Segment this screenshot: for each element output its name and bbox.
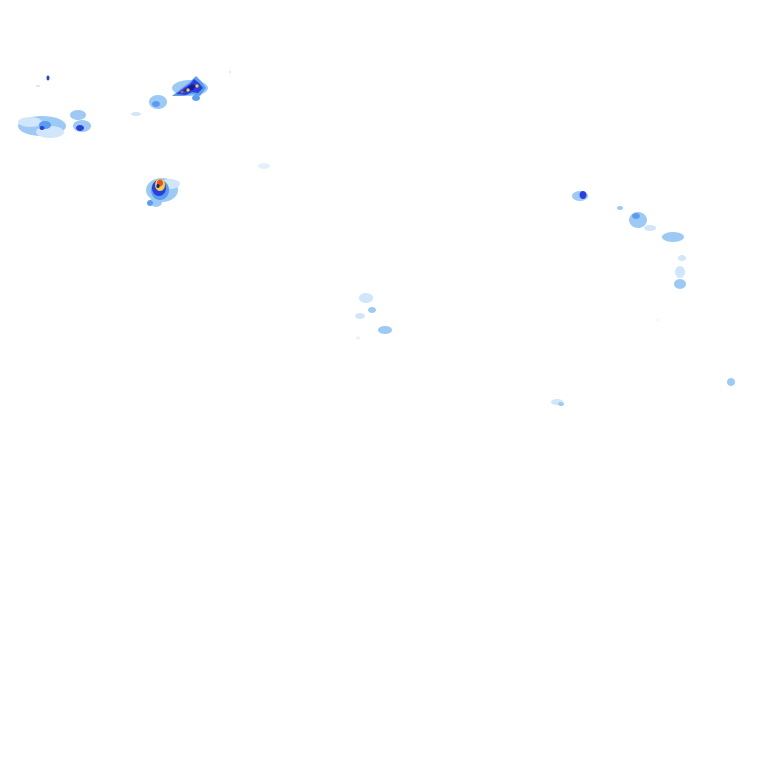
precip-cell-west-strong (146, 178, 180, 207)
intense-precip-area (195, 84, 199, 88)
light-precip-area (617, 206, 623, 210)
very-light-precip-area (359, 293, 373, 303)
light-precip-area (378, 326, 392, 334)
very-light-precip-area (131, 112, 141, 116)
very-light-precip-area (356, 336, 360, 340)
light-precip-area (368, 307, 376, 313)
very-heavy-precip-area (156, 184, 160, 188)
moderate-precip-area (152, 101, 160, 107)
very-light-precip-area (678, 255, 686, 261)
precip-echo-faint-centre (258, 163, 392, 340)
very-light-precip-area (355, 313, 365, 319)
light-precip-area (70, 110, 86, 120)
precip-echo-southeast (551, 378, 735, 406)
very-light-precip-area (657, 319, 659, 321)
light-precip-area (674, 279, 686, 289)
very-light-precip-area (675, 266, 685, 278)
precip-cell-northwest-band (18, 75, 91, 138)
extreme-precip-area (180, 90, 184, 94)
light-precip-area (727, 378, 735, 386)
precip-cell-east-band (572, 191, 686, 321)
very-heavy-precip-area (183, 84, 196, 91)
moderate-precip-area (632, 213, 640, 219)
light-precip-area (662, 232, 684, 242)
very-light-precip-area (18, 117, 42, 127)
precip-cell-north-storm-line (131, 71, 231, 116)
very-light-precip-area (644, 225, 656, 231)
heavy-precip-area (76, 125, 84, 131)
heavy-precip-area (39, 126, 45, 130)
heavy-precip-area (579, 191, 587, 199)
light-precip-area (558, 402, 564, 406)
very-light-precip-area (229, 71, 231, 73)
moderate-precip-area (192, 95, 200, 101)
very-light-precip-area (258, 163, 270, 169)
intense-precip-area (186, 88, 190, 92)
heavy-precip-area (46, 75, 50, 81)
moderate-precip-area (147, 200, 153, 206)
very-light-precip-area (36, 85, 40, 87)
